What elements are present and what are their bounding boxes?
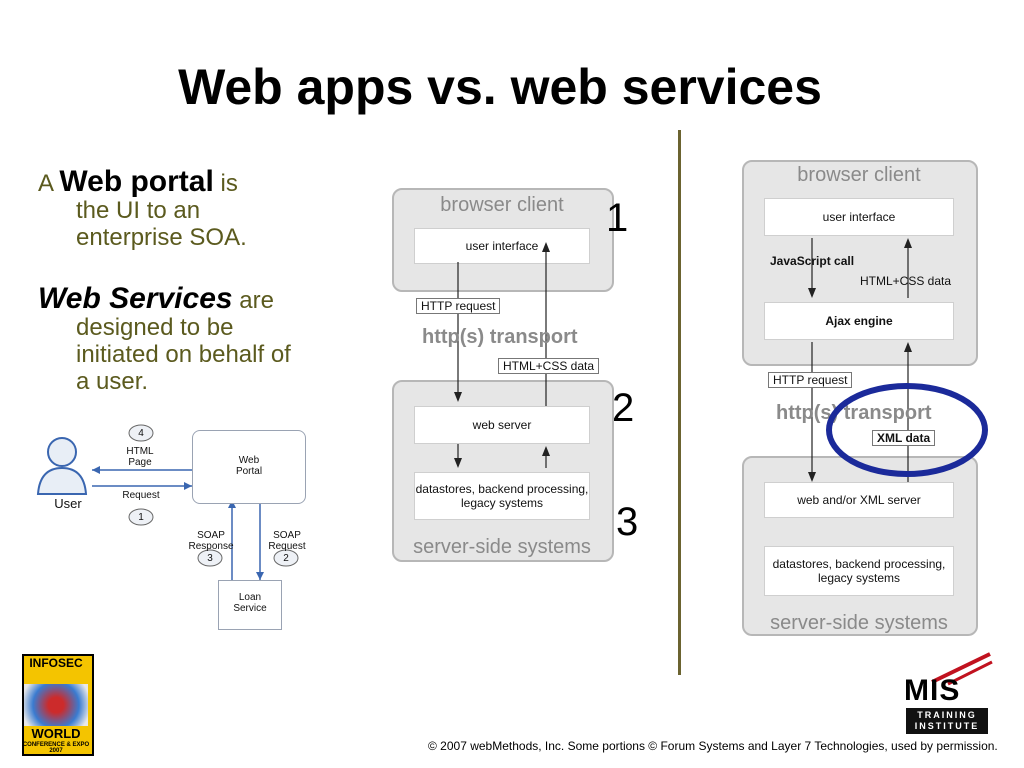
request-label: Request [122, 490, 160, 501]
user-interface-box: user interface [764, 198, 954, 236]
soap-response-label: SOAP Response [183, 530, 239, 552]
web-server-box: web server [414, 406, 590, 444]
node-line: Portal [235, 466, 263, 477]
step-3: 3 [207, 553, 213, 564]
step-number-2: 2 [612, 386, 635, 430]
caption-line: HTML [126, 446, 154, 457]
right-arrows [808, 238, 912, 482]
browser-client-title: browser client [440, 194, 564, 216]
xml-data-label: XML data [872, 430, 936, 446]
bullet-line: enterprise SOA. [76, 224, 247, 251]
node-line: Service [233, 603, 267, 614]
slide-title: Web apps vs. web services [178, 59, 822, 115]
server-side-title: server-side systems [413, 536, 591, 558]
bullet-web-services: Web Services are designed to be initiate… [38, 282, 358, 396]
transport-label: http(s) transport [422, 326, 578, 348]
box-line: datastores, backend processing, [772, 557, 946, 571]
caption-line: SOAP [197, 530, 225, 541]
xml-server-box: web and/or XML server [764, 482, 954, 518]
bullet-line: a user. [76, 368, 149, 395]
caption-line: SOAP [273, 530, 301, 541]
mis-logo-text: MIS [904, 674, 961, 707]
datastores-box: datastores, backend processing, legacy s… [414, 472, 590, 520]
ajax-engine-box: Ajax engine [764, 302, 954, 340]
left-arrows [454, 242, 550, 468]
box-line: legacy systems [460, 496, 544, 510]
infosec-logo-text: WORLD [31, 726, 81, 741]
bullet-line: designed to be [76, 314, 234, 341]
step-1: 1 [138, 512, 144, 523]
bullet-web-portal: A Web portal is the UI to an enterprise … [38, 165, 358, 252]
user-icon [36, 437, 88, 495]
step-2: 2 [283, 553, 289, 564]
user-label: User [54, 496, 82, 511]
transport-label: http(s) transport [776, 402, 932, 424]
node-line: Web [238, 455, 260, 466]
bullet-emph-web-portal: Web portal [59, 165, 214, 198]
html-css-label: HTML+CSS data [860, 274, 952, 288]
browser-client-title: browser client [797, 164, 921, 186]
web-portal-node: Web Portal [192, 430, 306, 504]
infosec-logo-graphic [24, 684, 88, 726]
bullet-emph-web-services: Web Services [38, 282, 233, 315]
box-line: datastores, backend processing, [415, 482, 589, 496]
mis-logo-band [906, 708, 988, 734]
step-number-3: 3 [616, 500, 639, 544]
mis-logo-graphic [931, 652, 993, 686]
step-number-1: 1 [606, 196, 629, 240]
caption-line: Request [268, 541, 306, 552]
http-request-label: HTTP request [768, 372, 853, 388]
loan-service-node: Loan Service [218, 580, 282, 630]
http-request-label: HTTP request [416, 298, 501, 314]
highlight-circle [826, 383, 988, 477]
bullet-prefix: A [38, 170, 53, 197]
bullet-suffix: are [239, 287, 274, 314]
mis-logo-text: TRAINING [917, 710, 977, 720]
node-line: Loan [238, 592, 262, 603]
infosec-logo-text: INFOSEC [29, 656, 83, 670]
box-line: legacy systems [817, 571, 901, 585]
caption-line: Response [188, 541, 234, 552]
infosec-logo-text: CONFERENCE & EXPO 2007 [22, 742, 90, 754]
soap-request-label: SOAP Request [262, 530, 312, 552]
bullet-line: initiated on behalf of [76, 341, 291, 368]
bullet-line: the UI to an [76, 197, 201, 224]
bullet-suffix: is [220, 170, 238, 197]
step-4: 4 [138, 428, 144, 439]
mis-logo-text: INSTITUTE [914, 721, 980, 731]
html-css-label: HTML+CSS data [498, 358, 600, 374]
footer-copyright: © 2007 webMethods, Inc. Some portions © … [428, 739, 998, 753]
datastores-box: datastores, backend processing, legacy s… [764, 546, 954, 596]
caption-line: Page [128, 457, 152, 468]
vertical-divider [678, 130, 681, 675]
html-page-label: HTML Page [120, 446, 160, 468]
user-interface-box: user interface [414, 228, 590, 264]
server-side-title: server-side systems [770, 612, 948, 634]
portal-diagram-lines [36, 424, 299, 580]
